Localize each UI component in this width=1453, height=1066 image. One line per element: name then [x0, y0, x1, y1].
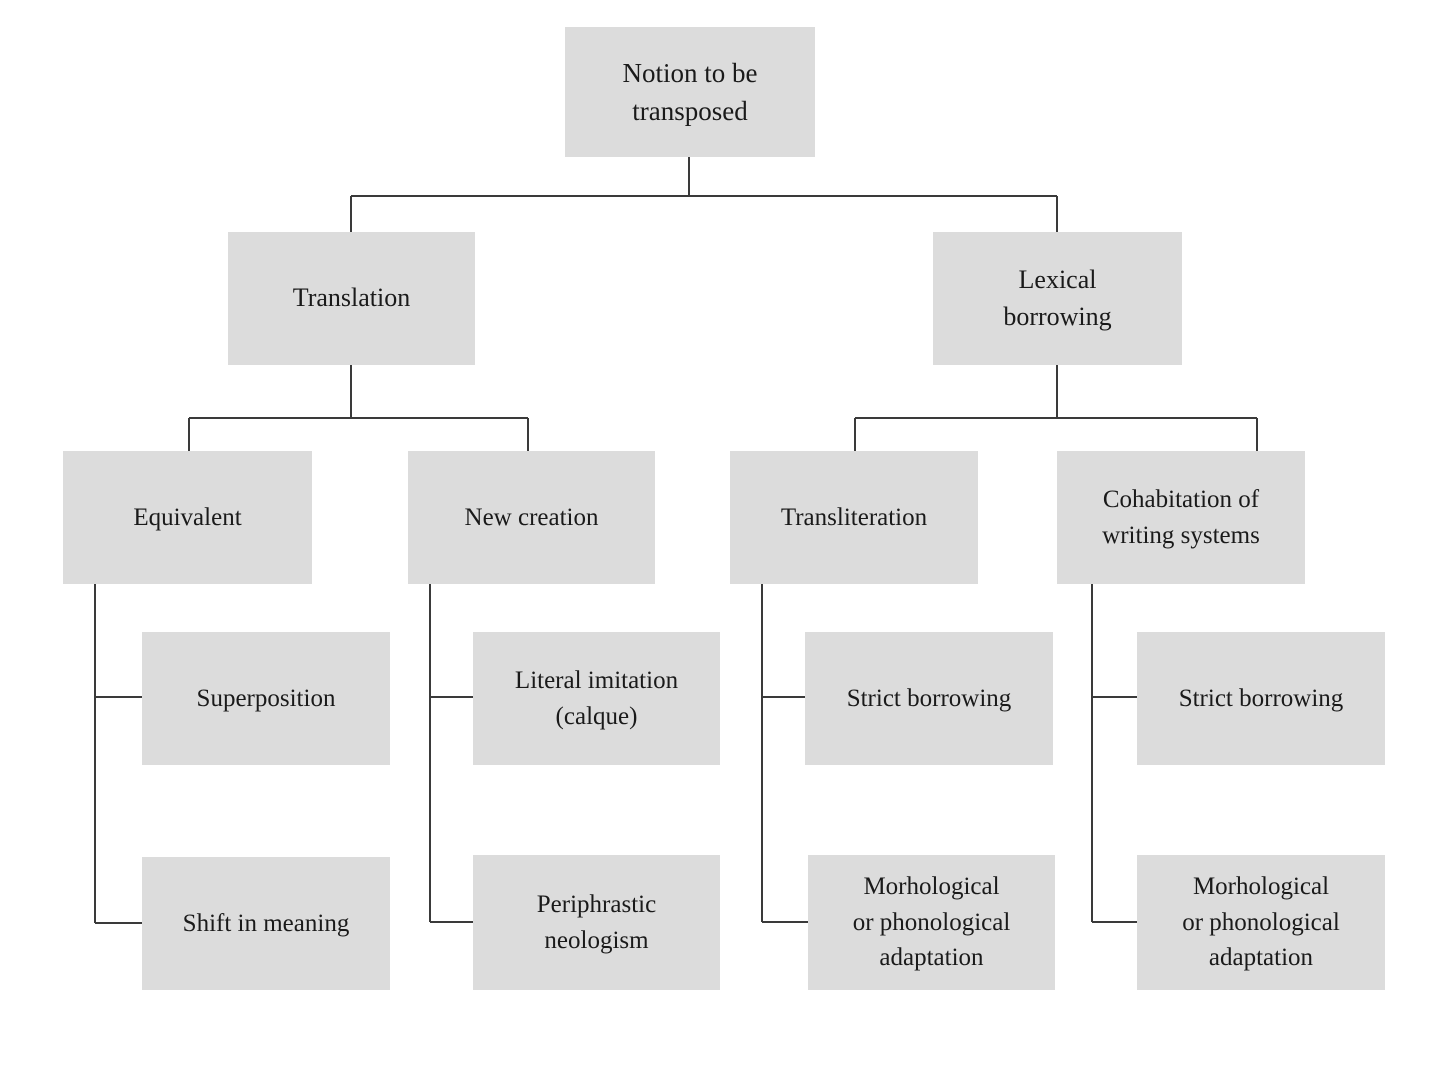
node-label: Periphrastic neologism [536, 891, 657, 954]
node-label: Transliteration [780, 503, 928, 531]
node-cohabitation-of-writing-systems[interactable]: Cohabitation of writing systems [1057, 451, 1305, 584]
node-label: Superposition [196, 684, 336, 712]
node-periphrastic-neologism[interactable]: Periphrastic neologism [473, 855, 720, 990]
node-label: Notion to be transposed [622, 57, 758, 126]
node-label: Morhological or phonological adaptation [1182, 873, 1340, 972]
node-label: Strict borrowing [846, 684, 1012, 712]
node-strict-borrowing-transliteration[interactable]: Strict borrowing [805, 632, 1053, 765]
node-shift-in-meaning[interactable]: Shift in meaning [142, 857, 390, 990]
node-notion-to-be-transposed[interactable]: Notion to be transposed [565, 27, 815, 157]
node-literal-imitation-calque[interactable]: Literal imitation (calque) [473, 632, 720, 765]
node-label: Translation [292, 283, 411, 313]
node-equivalent[interactable]: Equivalent [63, 451, 312, 584]
node-label: Literal imitation (calque) [514, 667, 679, 730]
node-label: Morhological or phonological adaptation [852, 873, 1011, 972]
node-morphological-adaptation-transliteration[interactable]: Morhological or phonological adaptation [808, 855, 1055, 990]
node-label: Lexical borrowing [1003, 264, 1112, 331]
node-label: Cohabitation of writing systems [1102, 486, 1260, 549]
node-lexical-borrowing[interactable]: Lexical borrowing [933, 232, 1182, 365]
node-superposition[interactable]: Superposition [142, 632, 390, 765]
node-label: Strict borrowing [1178, 684, 1344, 712]
node-translation[interactable]: Translation [228, 232, 475, 365]
node-morphological-adaptation-cohabitation[interactable]: Morhological or phonological adaptation [1137, 855, 1385, 990]
node-transliteration[interactable]: Transliteration [730, 451, 978, 584]
node-label: Shift in meaning [182, 909, 350, 937]
node-label: Equivalent [133, 503, 242, 531]
node-new-creation[interactable]: New creation [408, 451, 655, 584]
node-strict-borrowing-cohabitation[interactable]: Strict borrowing [1137, 632, 1385, 765]
node-label: New creation [464, 503, 599, 531]
